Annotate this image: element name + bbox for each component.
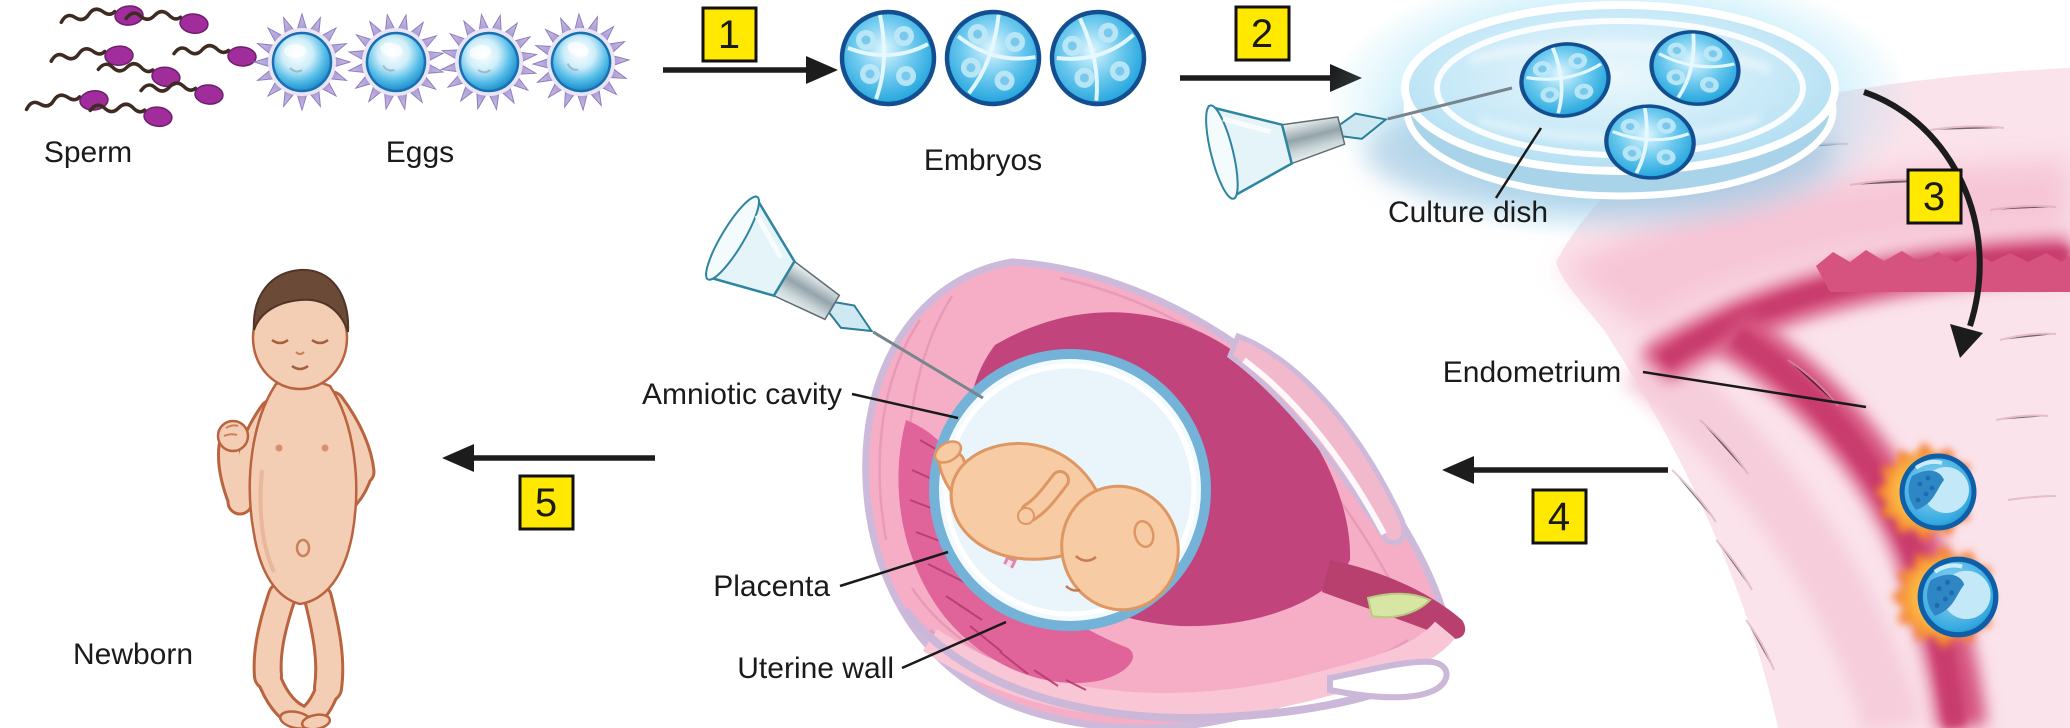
tissue-texture-strokes xyxy=(1671,125,2057,671)
step-5-badge: 5 xyxy=(518,474,575,531)
placenta-callout: Placenta xyxy=(713,550,949,603)
fetus-illustration xyxy=(933,440,1180,612)
eggs-label: Eggs xyxy=(386,136,454,169)
culture-dish-callout: Culture dish xyxy=(1388,127,1548,229)
eggs-group xyxy=(254,0,643,123)
culture-dish-illustration xyxy=(1325,0,1915,242)
step-4-badge: 4 xyxy=(1531,488,1588,545)
uterine-wall-label: Uterine wall xyxy=(737,652,894,685)
amniotic-cavity-callout: Amniotic cavity xyxy=(642,378,959,420)
sperm-group xyxy=(23,3,259,130)
newborn-label: Newborn xyxy=(73,638,193,671)
step-5-arrow xyxy=(442,444,655,472)
step-1-arrow xyxy=(663,56,838,84)
placenta-label: Placenta xyxy=(713,570,830,603)
mucus-plug-wedge xyxy=(1366,592,1432,619)
endometrium-callout: Endometrium xyxy=(1443,356,1867,409)
uterus-illustration xyxy=(862,258,1466,728)
step-1-number: 1 xyxy=(718,13,740,57)
endometrium-jagged-edge xyxy=(1816,250,2070,292)
step-2-number: 2 xyxy=(1251,12,1273,56)
step-4-arrow xyxy=(1442,456,1668,484)
step-3-number: 3 xyxy=(1923,175,1945,219)
step-2-badge: 2 xyxy=(1234,5,1291,62)
cervix-hook xyxy=(1327,658,1450,701)
embryos-group xyxy=(842,0,1154,116)
step-1-badge: 1 xyxy=(701,6,758,63)
step-3-badge: 3 xyxy=(1906,168,1963,225)
step-5-number: 5 xyxy=(535,481,557,525)
newborn-illustration xyxy=(216,268,376,728)
sperm-label: Sperm xyxy=(44,136,132,169)
endometrium-label: Endometrium xyxy=(1443,356,1621,389)
uterine-wall-callout: Uterine wall xyxy=(737,620,1007,685)
amniotic-cavity-label: Amniotic cavity xyxy=(642,378,842,411)
embryos-label: Embryos xyxy=(924,144,1042,177)
culture-dish-label: Culture dish xyxy=(1388,196,1548,229)
step-4-number: 4 xyxy=(1548,495,1570,539)
lower-lip-band xyxy=(922,621,1455,719)
